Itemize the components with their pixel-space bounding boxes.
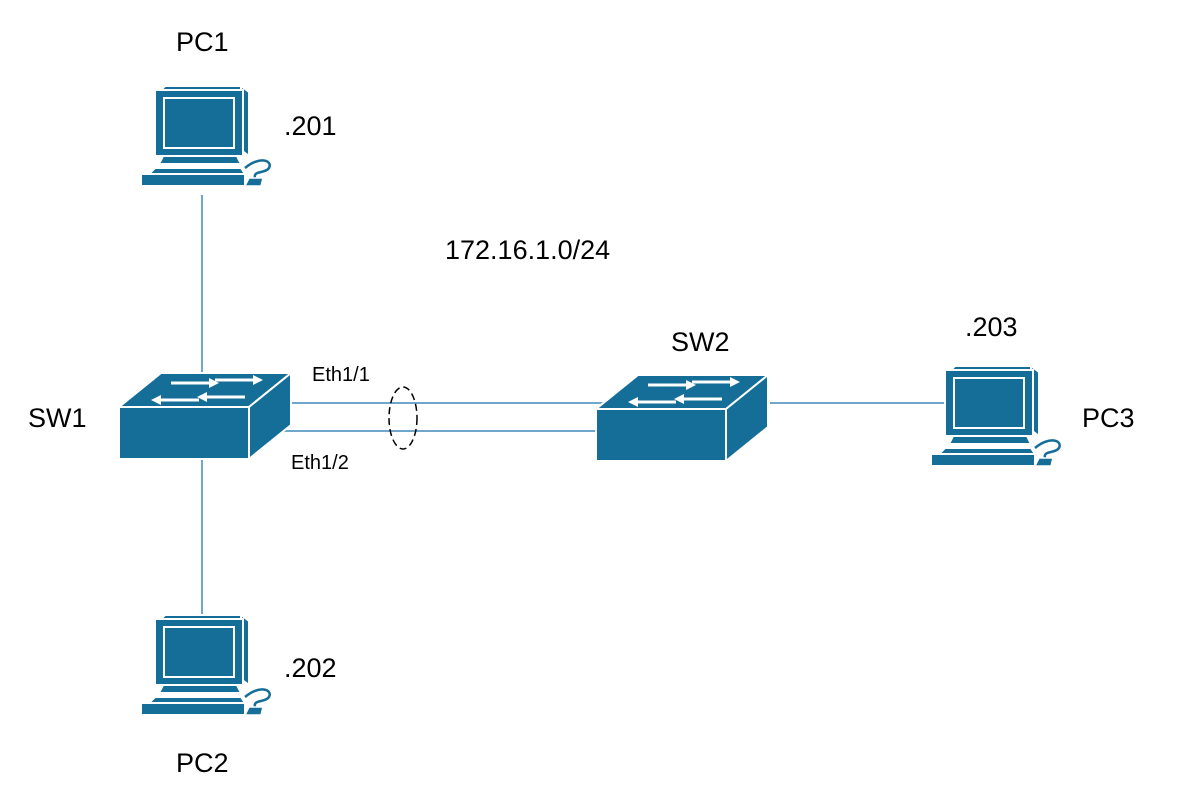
pc2-ip-label: .202 xyxy=(284,653,337,683)
eth1-1-label: Eth1/1 xyxy=(312,364,370,386)
pc3-name-label: PC3 xyxy=(1082,403,1135,433)
sw1-name-label: SW1 xyxy=(28,403,87,433)
pc1-computer-icon xyxy=(139,84,271,188)
pc3-ip-label: .203 xyxy=(965,312,1018,342)
port-channel-ellipse xyxy=(388,386,418,450)
subnet-label: 172.16.1.0/24 xyxy=(445,235,611,265)
eth1-2-label: Eth1/2 xyxy=(291,452,349,474)
pc2-computer-icon xyxy=(139,613,271,717)
pc3-computer-icon xyxy=(929,364,1061,468)
sw2-name-label: SW2 xyxy=(671,327,730,357)
sw2-switch-icon xyxy=(594,373,770,463)
pc1-ip-label: .201 xyxy=(284,111,337,141)
pc1-name-label: PC1 xyxy=(176,27,229,57)
pc2-name-label: PC2 xyxy=(176,748,229,778)
sw1-switch-icon xyxy=(117,371,293,461)
